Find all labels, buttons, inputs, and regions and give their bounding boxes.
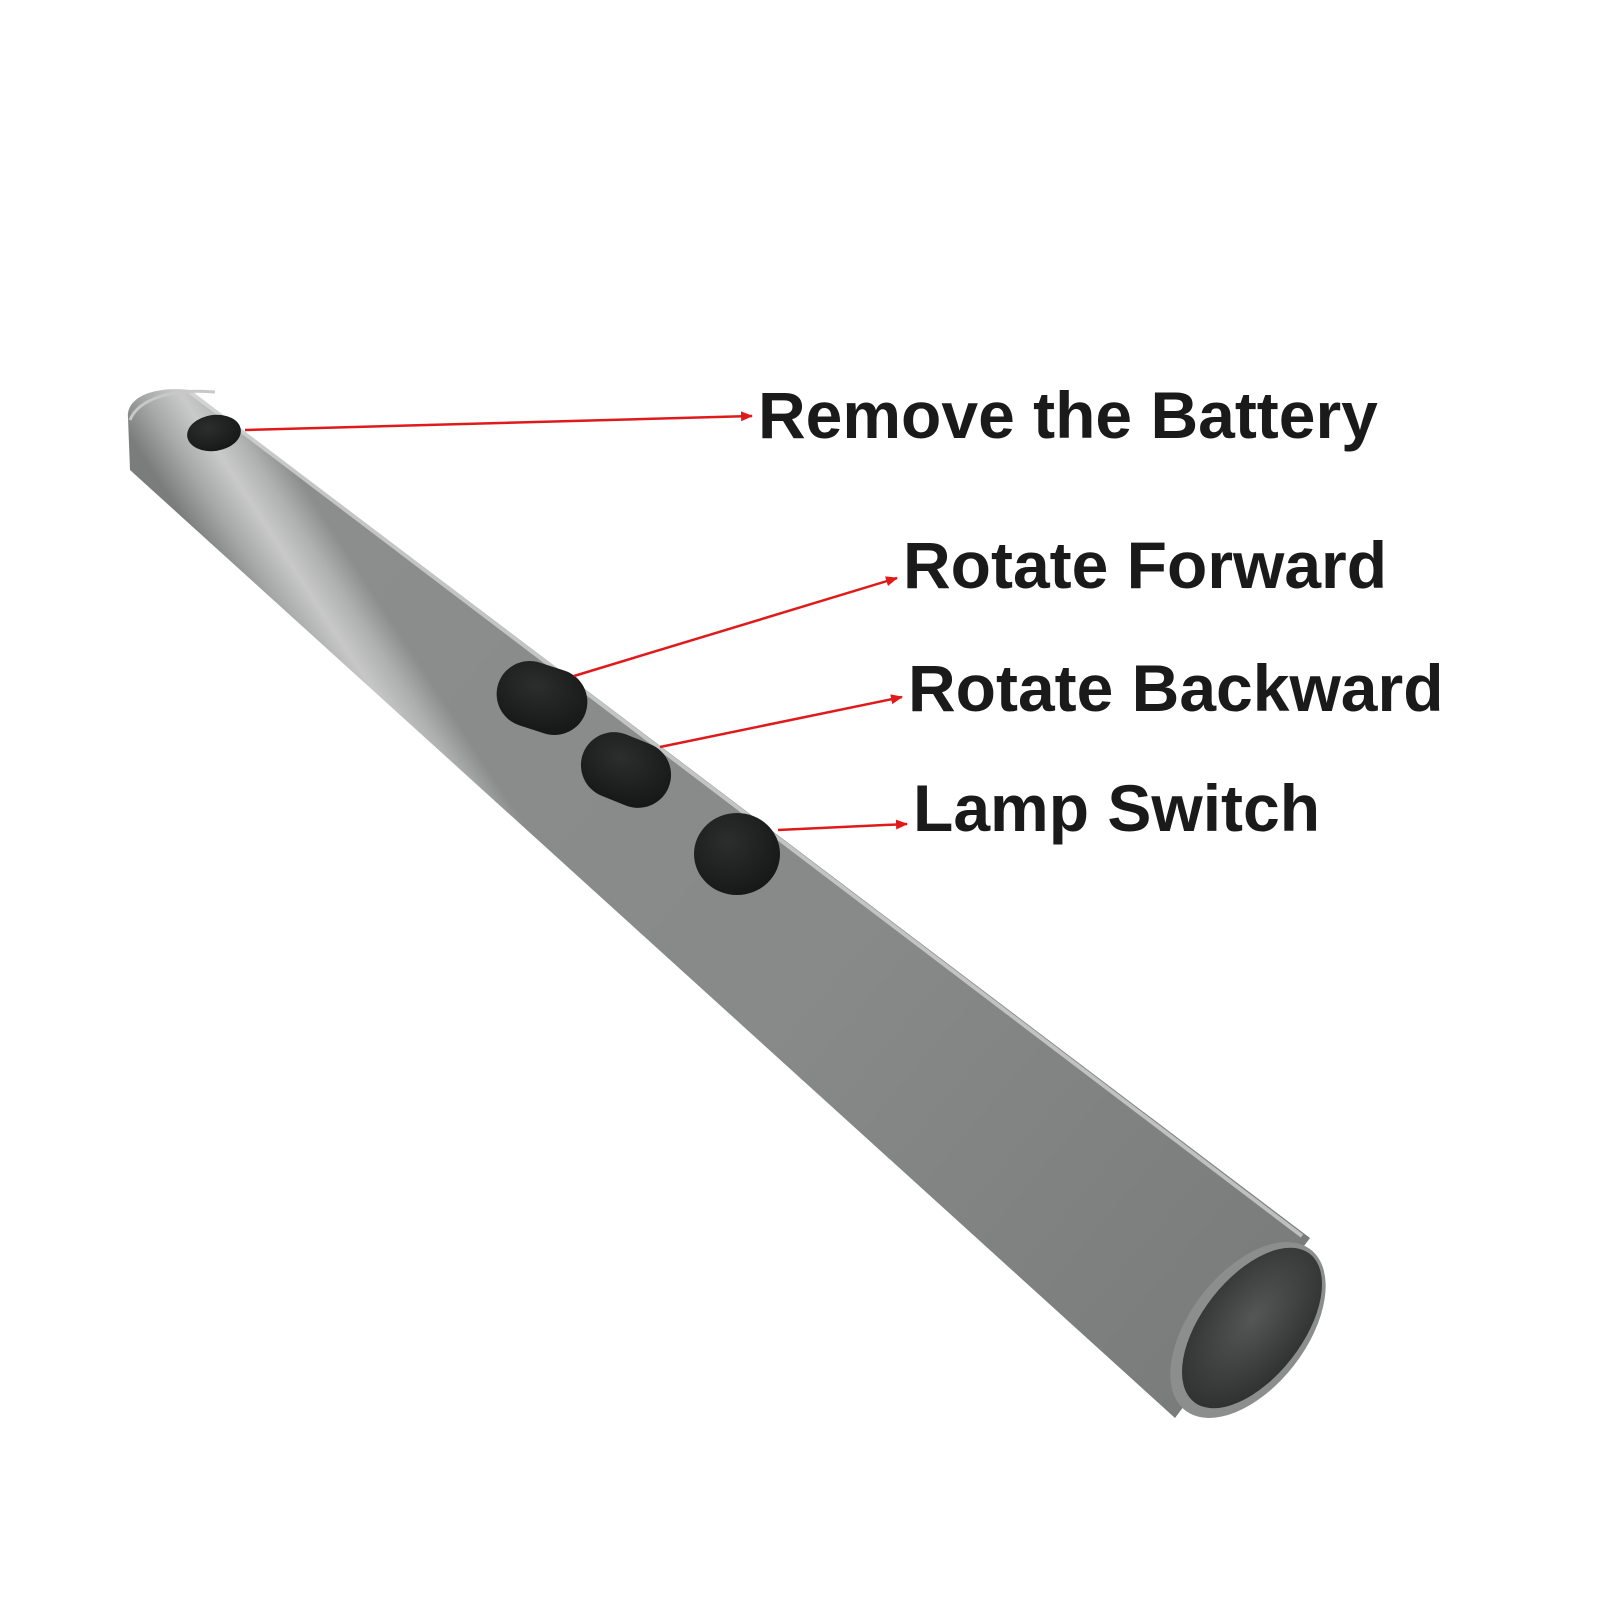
arrow-rotate-backward <box>659 694 903 749</box>
lamp-button[interactable] <box>694 813 780 895</box>
arrow-lamp-switch <box>777 819 908 832</box>
arrow-remove-battery <box>244 411 753 432</box>
rod-top-rim <box>128 389 216 421</box>
arrow-rotate-forward <box>573 576 898 678</box>
backward-button[interactable] <box>571 722 681 818</box>
label-remove-battery: Remove the Battery <box>758 378 1378 452</box>
forward-button[interactable] <box>488 652 596 743</box>
rod-end-cap <box>1170 1242 1326 1418</box>
rod-shading <box>127 389 1310 1418</box>
label-rotate-forward: Rotate Forward <box>903 528 1388 602</box>
battery-button[interactable] <box>185 411 243 454</box>
label-lamp-switch: Lamp Switch <box>913 771 1321 845</box>
label-rotate-backward: Rotate Backward <box>908 651 1444 725</box>
